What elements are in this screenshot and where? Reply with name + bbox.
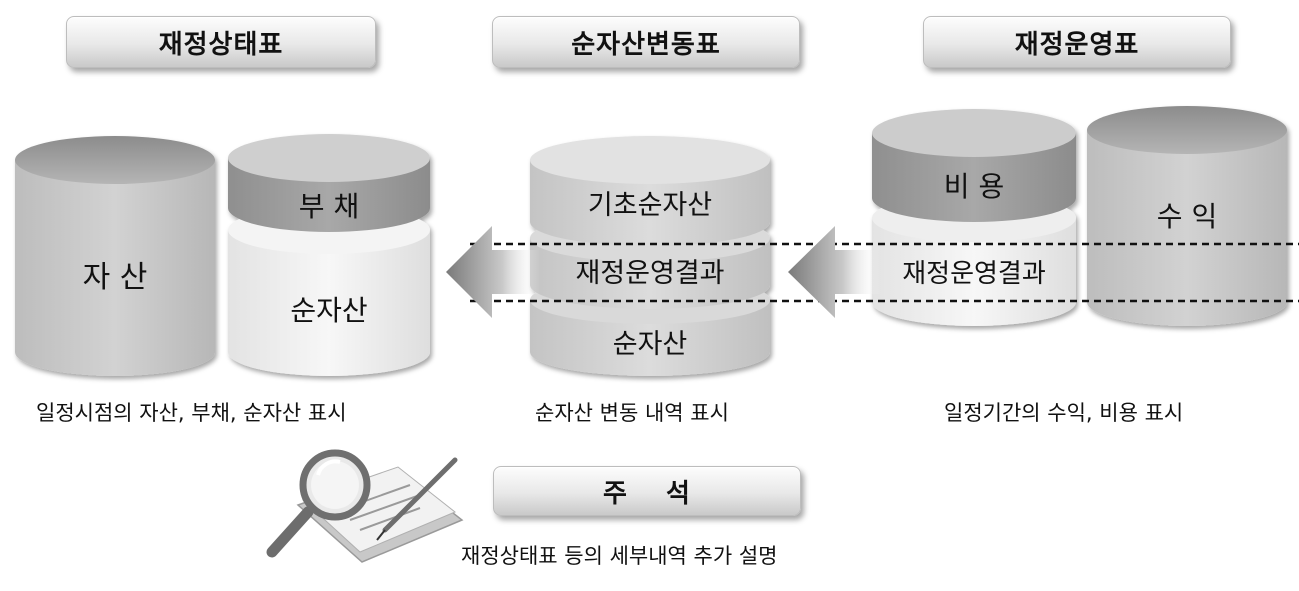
beginning-net-assets-label: 기초순자산 (588, 190, 712, 221)
arrow-operations-to-changes (788, 226, 880, 318)
changes-operating-result-label: 재정운영결과 (575, 258, 724, 289)
expenses-cylinder (872, 109, 1076, 326)
changes-cylinder (530, 136, 770, 376)
arrow-changes-to-position (446, 226, 540, 318)
statement-of-changes-header: 순자산변동표 (492, 16, 800, 68)
revenues-label: 수 익 (1157, 200, 1217, 233)
liabilities-netassets-cylinder (228, 134, 430, 376)
liabilities-label: 부 채 (299, 190, 359, 223)
position-caption: 일정시점의 자산, 부채, 순자산 표시 (36, 401, 347, 425)
statement-of-position-header: 재정상태표 (66, 16, 376, 68)
statement-of-operations-header: 재정운영표 (923, 16, 1231, 68)
assets-label: 자 산 (83, 260, 148, 295)
operations-caption: 일정기간의 수익, 비용 표시 (944, 401, 1184, 425)
magnifier-icon (266, 449, 371, 558)
revenues-cylinder (1087, 106, 1287, 326)
notes-header: 주 석 (493, 466, 801, 516)
net-assets-label: 순자산 (290, 294, 367, 327)
changes-caption: 순자산 변동 내역 표시 (535, 401, 729, 425)
changes-net-assets-label: 순자산 (613, 329, 688, 360)
operations-operating-result-label: 재정운영결과 (902, 259, 1046, 289)
expenses-label: 비 용 (944, 170, 1004, 203)
notes-caption: 재정상태표 등의 세부내역 추가 설명 (461, 544, 778, 568)
assets-cylinder (15, 136, 215, 376)
